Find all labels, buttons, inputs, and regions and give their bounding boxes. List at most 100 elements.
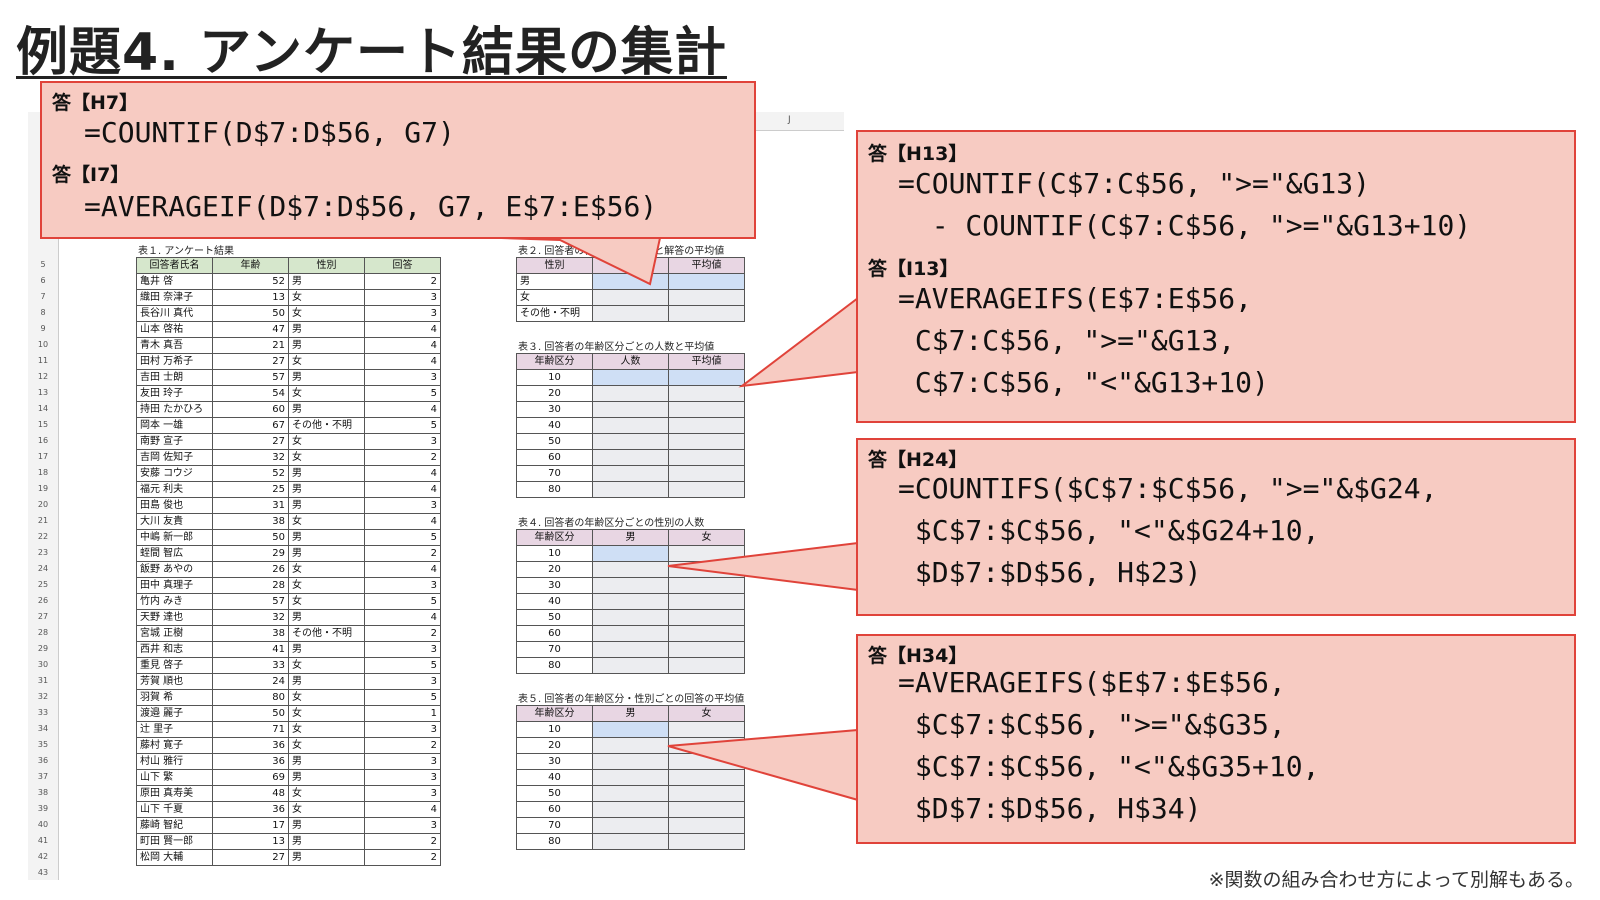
row-number: 6: [40, 276, 46, 285]
row-number: 14: [37, 404, 49, 413]
value-cell: [592, 561, 669, 578]
table-row: 70: [516, 641, 745, 658]
row-number: 34: [37, 724, 49, 733]
table-row: 80: [516, 657, 745, 674]
value-cell: [592, 833, 669, 850]
table-row: 20: [516, 385, 745, 402]
answer-tag-h7: 答【H7】: [52, 92, 139, 114]
row-number: 27: [37, 612, 49, 621]
answer-callout-h7-i7: 答【H7】 =COUNTIF(D$7:D$56, G7) 答【I7】 =AVER…: [40, 81, 756, 239]
value-cell: [668, 449, 745, 466]
formula-i7: =AVERAGEIF(D$7:D$56, G7, E$7:E$56): [84, 190, 658, 223]
formula-h7: =COUNTIF(D$7:D$56, G7): [84, 116, 455, 149]
row-number: 30: [37, 660, 49, 669]
table1-header: 回答: [364, 257, 441, 274]
row-number: 5: [40, 260, 46, 269]
row-number: 39: [37, 804, 49, 813]
value-cell: [668, 625, 745, 642]
table1-caption: 表１. アンケート結果: [138, 246, 234, 257]
answer-callout-h24: 答【H24】 =COUNTIFS($C$7:$C$56, ">="&$G24, …: [856, 438, 1576, 616]
value-cell: [668, 385, 745, 402]
table-row: 60: [516, 449, 745, 466]
row-number: 24: [37, 564, 49, 573]
count-cell: [592, 289, 669, 306]
table3-header: 年齢区分: [516, 353, 593, 370]
row-number: 32: [37, 692, 49, 701]
column-letter-j: J: [788, 115, 791, 125]
table4-caption: 表４. 回答者の年齢区分ごとの性別の人数: [518, 518, 705, 529]
answer-callout-h34: 答【H34】 =AVERAGEIFS($E$7:$E$56, $C$7:$C$5…: [856, 634, 1576, 844]
table5-header: 女: [668, 705, 745, 722]
table-row: 40: [516, 593, 745, 610]
value-cell: [668, 817, 745, 834]
table5-header: 男: [592, 705, 669, 722]
row-number: 16: [37, 436, 49, 445]
value-cell: [592, 817, 669, 834]
row-number: 38: [37, 788, 49, 797]
table4-header: 女: [668, 529, 745, 546]
answer-tag-i7: 答【I7】: [52, 164, 130, 186]
formula-h34: =AVERAGEIFS($E$7:$E$56, $C$7:$C$56, ">="…: [898, 666, 1320, 825]
page-title: 例題4. アンケート結果の集計: [16, 23, 727, 83]
answer-tag-h34: 答【H34】: [868, 645, 968, 667]
value-cell: [668, 833, 745, 850]
table-row: 30: [516, 401, 745, 418]
row-number: 42: [37, 852, 49, 861]
pointer-h13: [738, 295, 859, 388]
row-number: 43: [37, 868, 49, 877]
pointer-h34: [667, 728, 859, 802]
row-number: 10: [37, 340, 49, 349]
row-number: 13: [37, 388, 49, 397]
table-row: 50: [516, 609, 745, 626]
answer-tag-h13: 答【H13】: [868, 143, 968, 165]
table-row: 80: [516, 833, 745, 850]
pointer-h7: [439, 235, 662, 286]
row-number: 9: [40, 324, 46, 333]
answer-tag-i13: 答【I13】: [868, 258, 959, 280]
value-cell: [668, 369, 745, 386]
row-number: 40: [37, 820, 49, 829]
row-number: 26: [37, 596, 49, 605]
respondent-name-cell: 松岡 大輔: [136, 849, 213, 866]
row-number: 22: [37, 532, 49, 541]
table-row: 70: [516, 465, 745, 482]
value-cell: [668, 609, 745, 626]
value-cell: [668, 769, 745, 786]
spreadsheet: J 12345678910111213141516171819202122232…: [28, 112, 844, 880]
row-number: 28: [37, 628, 49, 637]
value-cell: [668, 545, 745, 562]
value-cell: [592, 465, 669, 482]
formula-h24: =COUNTIFS($C$7:$C$56, ">="&$G24, $C$7:$C…: [898, 472, 1438, 589]
row-number: 15: [37, 420, 49, 429]
row-number: 35: [37, 740, 49, 749]
table-row: 60: [516, 801, 745, 818]
value-cell: [668, 481, 745, 498]
value-cell: [592, 481, 669, 498]
row-number: 20: [37, 500, 49, 509]
value-cell: [592, 753, 669, 770]
table-row: その他・不明: [516, 305, 745, 322]
value-cell: [592, 801, 669, 818]
value-cell: [592, 609, 669, 626]
